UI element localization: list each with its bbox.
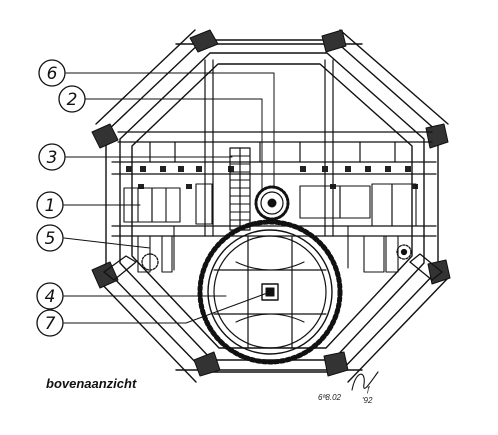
- leader-lines: [63, 72, 275, 324]
- callout-1-label: 1: [45, 196, 56, 216]
- caption: bovenaanzicht: [46, 376, 137, 391]
- callout-1: 1: [36, 191, 64, 219]
- callout-6: 6: [38, 59, 66, 87]
- right-mechanism: [299, 183, 417, 273]
- left-mechanism: [123, 183, 213, 273]
- callout-3: 3: [38, 143, 66, 171]
- callout-7-label: 7: [45, 314, 56, 334]
- upper-gear: [254, 185, 290, 221]
- signature-initials: ƒ: [366, 385, 371, 394]
- beam-blocks: [126, 166, 418, 189]
- corner-posts: [91, 29, 451, 377]
- callout-6-label: 6: [47, 64, 58, 84]
- callout-4: 4: [36, 282, 64, 310]
- signature-year: '92: [362, 396, 373, 405]
- callout-4-label: 4: [45, 287, 56, 307]
- callout-5: 5: [36, 224, 64, 252]
- signature-code: 6ª8.02: [318, 393, 342, 402]
- callout-5-label: 5: [45, 229, 56, 249]
- rack-shaft: [229, 147, 251, 231]
- horizontal-beams: [111, 59, 437, 237]
- callout-7: 7: [36, 309, 64, 337]
- side-levers: [103, 244, 443, 281]
- callout-2-label: 2: [67, 90, 78, 110]
- signature: 6ª8.02 ƒ '92: [318, 371, 379, 405]
- callout-2: 2: [58, 85, 86, 113]
- callout-3-label: 3: [47, 148, 58, 168]
